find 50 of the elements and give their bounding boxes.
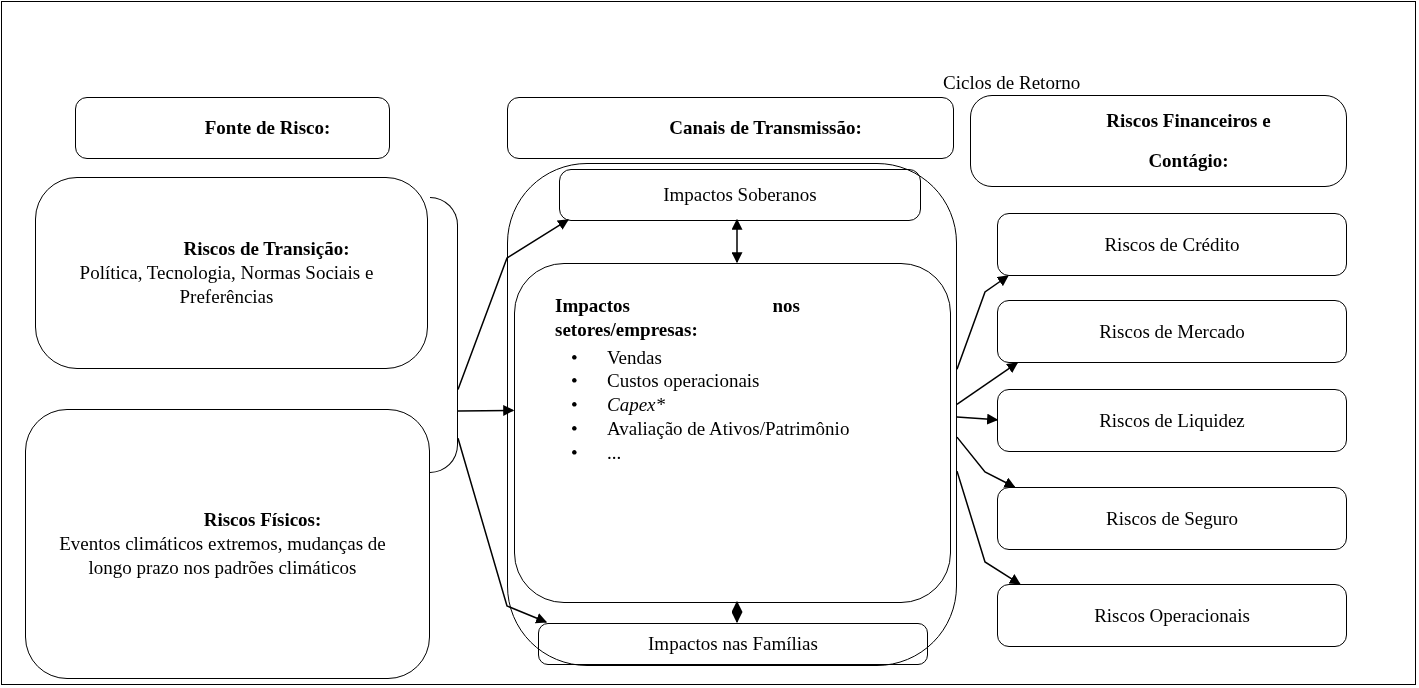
arrow — [731, 218, 743, 264]
bullet-marker: • — [571, 393, 579, 417]
arrow — [457, 405, 515, 416]
arrow — [956, 275, 1009, 370]
heading-text: Canais de Transmissão: — [668, 116, 863, 140]
process-box — [997, 213, 1347, 276]
list-item: Capex* — [607, 393, 667, 417]
box-label: Riscos de Crédito — [1103, 232, 1241, 257]
list-item: ... — [607, 440, 623, 465]
process-box — [997, 389, 1347, 452]
list-item: Avaliação de Ativos/Patrimônio — [607, 416, 851, 441]
header-box — [507, 97, 954, 159]
arrow — [956, 413, 999, 425]
list-item: Custos operacionais — [607, 369, 761, 393]
box-label: Riscos de Liquidez — [1098, 408, 1246, 433]
process-box — [997, 487, 1347, 550]
process-box — [559, 169, 921, 221]
box-label: Riscos de Mercado — [1098, 319, 1246, 344]
process-box — [514, 263, 951, 603]
arrow — [956, 436, 1016, 488]
description-text: Eventos climáticos extremos, mudanças de longo prazo nos padrões climáticos — [58, 532, 387, 580]
header-box — [970, 95, 1347, 187]
list-item: Vendas — [607, 345, 663, 370]
box-label: Riscos Operacionais — [1093, 603, 1251, 628]
arrow — [956, 362, 1019, 406]
heading-text: Riscos Financeiros e Contágio: — [1105, 109, 1272, 173]
box-label: Impactos Soberanos — [662, 183, 818, 207]
process-box — [997, 300, 1347, 363]
box-label: Impactos nas Famílias — [647, 632, 819, 656]
heading-text: Fonte de Risco: — [203, 116, 332, 140]
arrow — [457, 219, 569, 391]
bullet-marker: • — [571, 440, 579, 465]
cycle-label: Ciclos de Retorno — [943, 72, 1081, 94]
heading-text: Impactos nos setores/empresas: — [554, 294, 801, 342]
arrow — [956, 470, 1021, 585]
bullet-marker: • — [571, 345, 579, 370]
arrow — [457, 437, 548, 624]
process-box — [35, 177, 428, 369]
arrow — [731, 600, 743, 624]
header-box — [75, 97, 390, 159]
box-label: Riscos de Seguro — [1105, 506, 1239, 531]
process-box — [538, 623, 928, 665]
container-box — [507, 163, 957, 666]
process-box — [25, 409, 430, 679]
process-box — [997, 584, 1347, 647]
bullet-marker: • — [571, 369, 579, 393]
description-text: Política, Tecnologia, Normas Sociais e Preferências — [78, 261, 375, 309]
bullet-marker: • — [571, 416, 579, 441]
heading-text: Riscos de Transição: — [182, 237, 351, 262]
heading-text: Riscos Físicos: — [202, 508, 323, 533]
